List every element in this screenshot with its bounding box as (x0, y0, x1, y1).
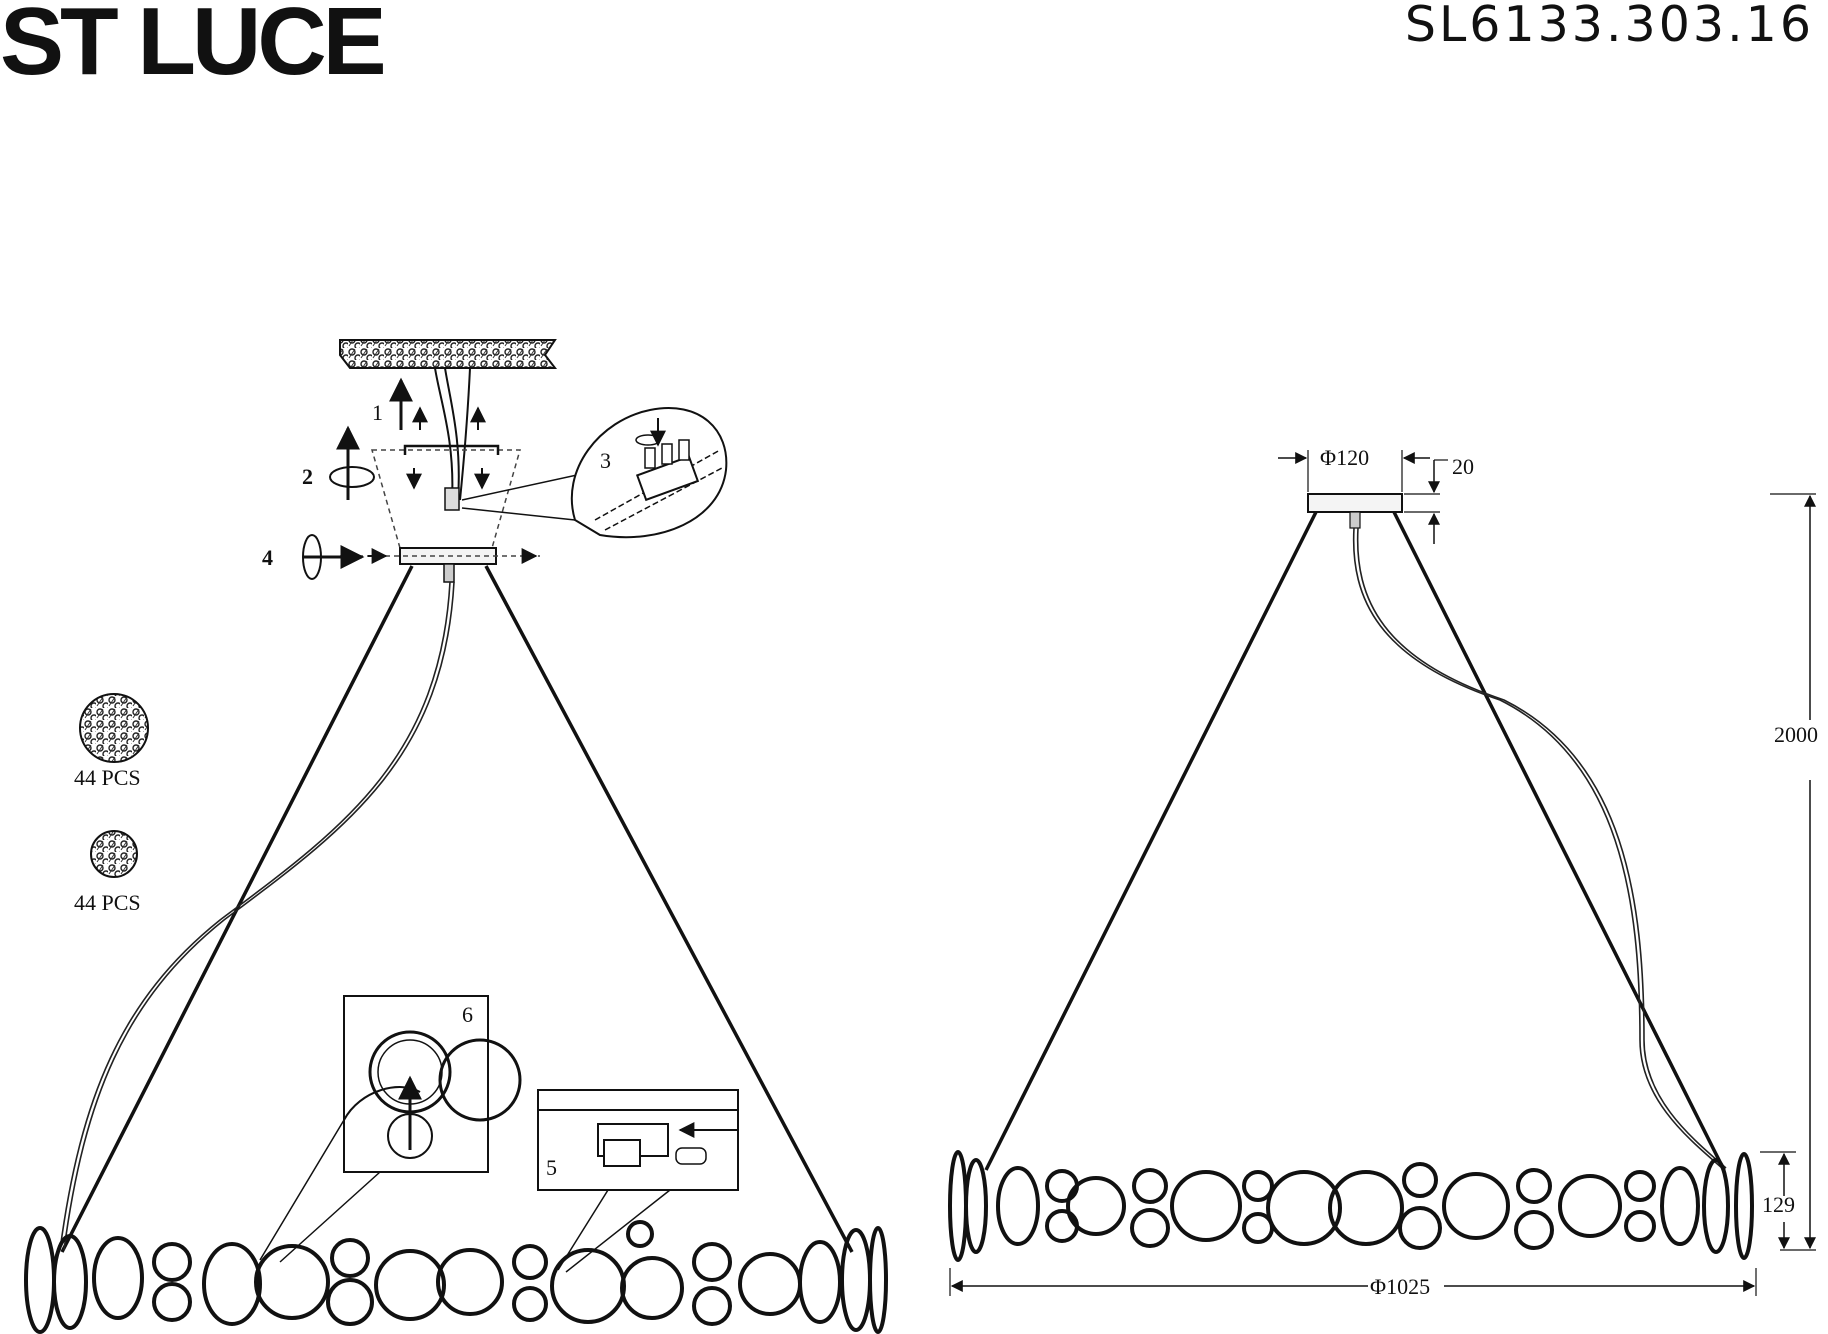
ring-body-right (948, 1150, 1754, 1262)
step-6-label: 6 (462, 1002, 473, 1027)
step-4-label: 4 (262, 545, 273, 570)
suspension-cable-right (484, 565, 854, 1253)
canopy-diameter-label: Φ120 (1320, 445, 1369, 470)
step-6-crystal-detail (259, 995, 522, 1263)
step-1-arrows (389, 377, 486, 430)
step-5-label: 5 (546, 1155, 557, 1180)
small-crystal-ball-icon (90, 830, 138, 878)
part-1-qty: 44 PCS (74, 765, 141, 790)
model-number: SL6133.303.16 (1404, 0, 1814, 53)
ceiling-icon (339, 339, 558, 369)
installation-view: 1 2 3 (24, 339, 888, 1334)
suspension-cable-right-view-right (1392, 511, 1726, 1171)
power-cord (59, 581, 451, 1251)
canopy-height-label: 20 (1452, 454, 1474, 479)
canopy (302, 534, 540, 583)
canopy-right (1307, 493, 1403, 513)
suspension-cable-right-view-left (984, 511, 1318, 1171)
part-2-qty: 44 PCS (74, 890, 141, 915)
ring-height-label: 129 (1762, 1192, 1795, 1217)
mounting-bracket (371, 444, 521, 549)
dimension-view: Φ120 20 2000 (948, 445, 1818, 1299)
large-crystal-ball-icon (79, 693, 149, 763)
ring-body-left (24, 1220, 888, 1334)
brand-logo: ST LUCE (0, 0, 387, 95)
step-2-label: 2 (302, 464, 313, 489)
suspension-cable-left (60, 565, 414, 1253)
total-height-label: 2000 (1774, 722, 1818, 747)
ring-diameter-label: Φ1025 (1370, 1274, 1430, 1299)
step-3-terminal-detail (461, 407, 728, 539)
step-1-label: 1 (372, 400, 383, 425)
step-2-rotate-icon (329, 425, 375, 500)
power-cord-right (1352, 527, 1723, 1169)
step-5-bulb-detail (537, 1089, 739, 1273)
step-3-label: 3 (600, 448, 611, 473)
